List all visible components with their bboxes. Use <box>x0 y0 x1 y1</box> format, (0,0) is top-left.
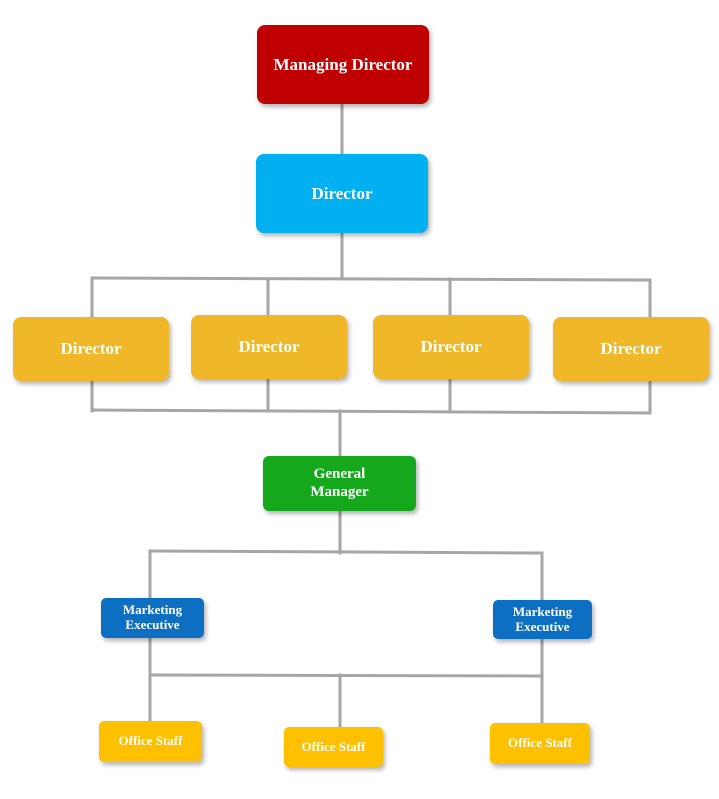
general-manager-label: General Manager <box>310 466 369 500</box>
office-staff-label-2: Office Staff <box>301 738 366 754</box>
office-staff-label-3: Office Staff <box>508 735 572 751</box>
director-box-3[interactable]: Director <box>373 315 529 379</box>
connector-staff-bus <box>148 673 544 678</box>
connector-me-bus <box>148 549 544 555</box>
marketing-executive-box-1[interactable]: Marketing Executive <box>101 598 204 638</box>
director-top-label: Director <box>311 183 373 203</box>
managing-director-label: Managing Director <box>273 54 413 74</box>
marketing-executive-label-1: Marketing Executive <box>122 602 183 632</box>
director-box-1[interactable]: Director <box>13 317 169 381</box>
director-label-4: Director <box>600 339 662 359</box>
director-box-2[interactable]: Director <box>191 315 347 379</box>
marketing-executive-label-2: Marketing Executive <box>512 603 573 634</box>
director-label-2: Director <box>238 337 300 357</box>
managing-director-box[interactable]: Managing Director <box>257 25 429 104</box>
connector-directors-bottom-bus <box>90 408 652 415</box>
director-box-4[interactable]: Director <box>553 317 709 381</box>
office-staff-label-1: Office Staff <box>118 733 183 749</box>
director-label-1: Director <box>60 339 122 359</box>
marketing-executive-box-2[interactable]: Marketing Executive <box>493 600 592 639</box>
director-label-3: Director <box>420 337 482 357</box>
office-staff-box-2[interactable]: Office Staff <box>284 727 383 767</box>
office-staff-box-3[interactable]: Office Staff <box>490 723 590 764</box>
office-staff-box-1[interactable]: Office Staff <box>99 721 202 762</box>
director-top-box[interactable]: Director <box>256 154 428 233</box>
connector-directors-top-bus <box>90 276 652 282</box>
general-manager-box[interactable]: General Manager <box>263 456 416 511</box>
